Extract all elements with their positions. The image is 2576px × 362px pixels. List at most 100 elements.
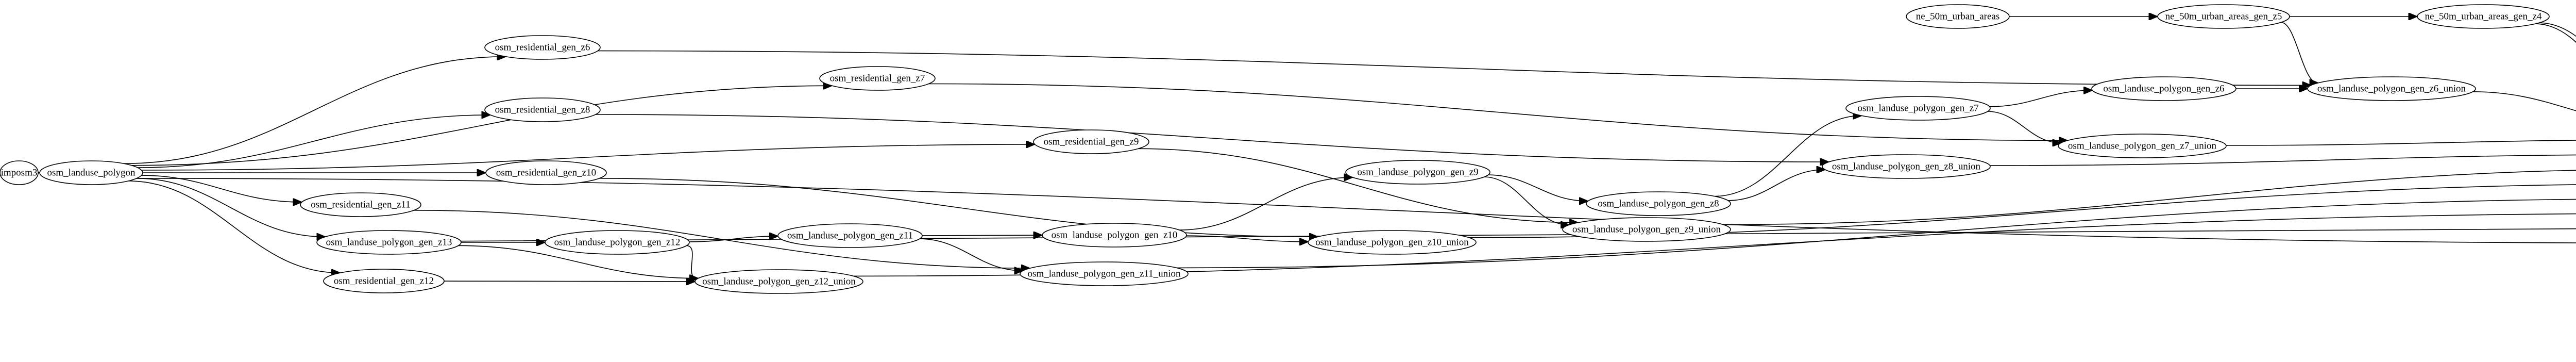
node-shape bbox=[1033, 129, 1149, 154]
graph-node-osm_landuse_polygon_gen_z10[interactable]: osm_landuse_polygon_gen_z10 bbox=[1042, 223, 1187, 248]
graph-edge-osm_landuse_polygon-to-osm_residential_gen_z12 bbox=[128, 180, 340, 273]
graph-node-osm_residential_gen_z11[interactable]: osm_residential_gen_z11 bbox=[300, 192, 421, 217]
node-label: osm_landuse_polygon_gen_z8_union bbox=[1832, 161, 1981, 172]
node-label: osm_landuse_polygon_gen_z9_union bbox=[1572, 224, 1721, 235]
node-shape bbox=[2417, 4, 2550, 29]
graph-node-osm_landuse_polygon_gen_z11[interactable]: osm_landuse_polygon_gen_z11 bbox=[777, 223, 923, 248]
graph-edge-osm_landuse_polygon_gen_z7-to-osm_landuse_polygon_gen_z6 bbox=[1989, 90, 2092, 107]
node-label: osm_landuse_polygon_gen_z12_union bbox=[702, 276, 856, 287]
graph-edge-osm_residential_gen_z6-to-osm_landuse_polygon_gen_z6_union bbox=[597, 50, 2311, 86]
graph-node-osm_residential_gen_z8[interactable]: osm_residential_gen_z8 bbox=[484, 97, 601, 122]
graph-node-osm_landuse_polygon_gen_z7_union[interactable]: osm_landuse_polygon_gen_z7_union bbox=[2058, 134, 2227, 158]
node-shape bbox=[323, 269, 445, 293]
graph-edge-osm_residential_gen_z8-to-osm_landuse_polygon_gen_z8_union bbox=[595, 114, 1828, 162]
graph-edge-osm_landuse_polygon_gen_z8-to-osm_landuse_polygon_gen_z7 bbox=[1714, 116, 1861, 197]
node-label: osm_landuse_polygon_gen_z11 bbox=[787, 230, 913, 241]
graph-node-osm_landuse_polygon[interactable]: osm_landuse_polygon bbox=[39, 160, 143, 185]
node-shape bbox=[545, 230, 690, 255]
node-label: osm_landuse_polygon_gen_z11_union bbox=[1028, 268, 1181, 279]
node-shape bbox=[777, 223, 923, 248]
graph-edge-osm_landuse_polygon_gen_z12-to-osm_landuse_polygon_gen_z12_union bbox=[686, 245, 698, 278]
node-shape bbox=[39, 160, 143, 185]
graph-node-osm_landuse_polygon_gen_z9[interactable]: osm_landuse_polygon_gen_z9 bbox=[1345, 160, 1490, 185]
node-label: imposm3 bbox=[1, 167, 38, 178]
node-shape bbox=[300, 192, 421, 217]
graph-edge-osm_residential_gen_z9-to-osm_landuse_polygon_gen_z9_union bbox=[1138, 148, 1578, 222]
node-shape bbox=[1020, 261, 1189, 286]
graph-edge-osm_landuse_polygon_gen_z13-to-osm_landuse_polygon_gen_z12_union bbox=[457, 245, 698, 278]
node-label: osm_landuse_polygon_gen_z7_union bbox=[2068, 140, 2217, 151]
graph-edge-osm_landuse_polygon-to-layer_landuse_z14_ bbox=[136, 178, 2576, 243]
graph-node-ne_50m_urban_areas_gen_z4[interactable]: ne_50m_urban_areas_gen_z4 bbox=[2417, 4, 2550, 29]
node-shape bbox=[1586, 191, 1731, 216]
graph-node-osm_residential_gen_z10[interactable]: osm_residential_gen_z10 bbox=[485, 160, 607, 185]
graph-node-osm_residential_gen_z9[interactable]: osm_residential_gen_z9 bbox=[1033, 129, 1149, 154]
graph-node-ne_50m_urban_areas[interactable]: ne_50m_urban_areas bbox=[1906, 4, 2010, 29]
graph-edge-osm_landuse_polygon-to-osm_residential_gen_z8 bbox=[137, 115, 490, 168]
graph-node-osm_landuse_polygon_gen_z12_union[interactable]: osm_landuse_polygon_gen_z12_union bbox=[694, 269, 863, 294]
graph-node-osm_residential_gen_z7[interactable]: osm_residential_gen_z7 bbox=[819, 66, 936, 91]
node-label: osm_landuse_polygon_gen_z10 bbox=[1052, 229, 1178, 240]
graph-edge-osm_landuse_polygon_gen_z9-to-osm_landuse_polygon_gen_z8 bbox=[1487, 174, 1587, 201]
graph-node-osm_landuse_polygon_gen_z9_union[interactable]: osm_landuse_polygon_gen_z9_union bbox=[1562, 217, 1731, 242]
graph-edge-osm_landuse_polygon_gen_z8_union-to-layer_landuse_z8 bbox=[1989, 154, 2576, 166]
graph-edge-osm_landuse_polygon_gen_z7_union-to-layer_landuse_z7 bbox=[2225, 140, 2576, 146]
graph-node-osm_landuse_polygon_gen_z8[interactable]: osm_landuse_polygon_gen_z8 bbox=[1586, 191, 1731, 216]
graph-node-osm_landuse_polygon_gen_z7[interactable]: osm_landuse_polygon_gen_z7 bbox=[1845, 96, 1991, 121]
node-shape bbox=[1345, 160, 1490, 185]
graph-node-osm_landuse_polygon_gen_z8_union[interactable]: osm_landuse_polygon_gen_z8_union bbox=[1822, 154, 1991, 179]
graph-node-osm_landuse_polygon_gen_z13[interactable]: osm_landuse_polygon_gen_z13 bbox=[316, 230, 462, 255]
graph-edge-osm_landuse_polygon_gen_z7-to-osm_landuse_polygon_gen_z7_union bbox=[1987, 111, 2060, 143]
node-label: osm_landuse_polygon bbox=[47, 167, 135, 178]
node-label: osm_residential_gen_z8 bbox=[495, 104, 590, 115]
graph-edge-osm_landuse_polygon_gen_z10-to-osm_landuse_polygon_gen_z10_union bbox=[1186, 235, 1308, 242]
graph-edge-osm_landuse_polygon_gen_z9-to-osm_landuse_polygon_gen_z9_union bbox=[1483, 176, 1569, 225]
graph-edge-ne_50m_urban_areas_gen_z5-to-osm_landuse_polygon_gen_z6_union bbox=[2280, 22, 2318, 83]
node-shape bbox=[819, 66, 936, 91]
graph-edge-osm_landuse_polygon-to-osm_residential_gen_z9 bbox=[141, 144, 1034, 171]
graph-node-ne_50m_urban_areas_gen_z5[interactable]: ne_50m_urban_areas_gen_z5 bbox=[2157, 4, 2290, 29]
graph-node-imposm3[interactable]: imposm3 bbox=[0, 160, 39, 185]
node-shape bbox=[2091, 76, 2236, 101]
graph-node-osm_landuse_polygon_gen_z6_union[interactable]: osm_landuse_polygon_gen_z6_union bbox=[2307, 76, 2476, 101]
node-shape bbox=[2307, 76, 2476, 101]
graph-edge-osm_landuse_polygon_gen_z9_union-to-layer_landuse_z9 bbox=[1722, 170, 2576, 225]
node-shape bbox=[485, 160, 607, 185]
node-label: osm_landuse_polygon_gen_z10_union bbox=[1315, 237, 1469, 248]
graph-edge-osm_landuse_polygon-to-osm_residential_gen_z7 bbox=[131, 86, 832, 166]
node-label: ne_50m_urban_areas_gen_z4 bbox=[2425, 11, 2542, 22]
node-label: osm_residential_gen_z9 bbox=[1044, 136, 1139, 147]
graph-node-osm_landuse_polygon_gen_z6[interactable]: osm_landuse_polygon_gen_z6 bbox=[2091, 76, 2236, 101]
node-shape bbox=[484, 97, 601, 122]
node-shape bbox=[0, 160, 39, 185]
node-label: ne_50m_urban_areas bbox=[1916, 11, 2000, 22]
node-shape bbox=[2157, 4, 2290, 29]
graph-edge-osm_landuse_polygon-to-osm_landuse_polygon_gen_z13 bbox=[136, 178, 325, 237]
node-label: osm_landuse_polygon_gen_z6_union bbox=[2317, 83, 2466, 94]
graph-edge-osm_landuse_polygon_gen_z8-to-osm_landuse_polygon_gen_z8_union bbox=[1727, 170, 1825, 201]
node-label: osm_residential_gen_z10 bbox=[496, 167, 596, 178]
graph-edge-ne_50m_urban_areas_gen_z4-to-layer_landuse_z5 bbox=[2535, 23, 2576, 43]
node-label: osm_residential_gen_z6 bbox=[495, 42, 590, 53]
graph-edge-osm_landuse_polygon_gen_z11-to-osm_landuse_polygon_gen_z10 bbox=[922, 235, 1041, 236]
graph-edge-osm_residential_gen_z10-to-osm_landuse_polygon_gen_z10_union bbox=[599, 178, 1318, 237]
graph-node-osm_landuse_polygon_gen_z12[interactable]: osm_landuse_polygon_gen_z12 bbox=[545, 230, 690, 255]
graph-edge-osm_residential_gen_z11-to-osm_landuse_polygon_gen_z11_union bbox=[413, 210, 1029, 268]
node-label: osm_landuse_polygon_gen_z7 bbox=[1857, 103, 1978, 113]
graph-edge-osm_landuse_polygon_gen_z11-to-osm_landuse_polygon_gen_z11_union bbox=[919, 238, 1023, 271]
graph-edge-ne_50m_urban_areas_gen_z4-to-layer_landuse_z4 bbox=[2538, 22, 2576, 37]
graph-edge-osm_landuse_polygon_gen_z10-to-osm_landuse_polygon_gen_z9 bbox=[1179, 177, 1352, 231]
graph-node-osm_residential_gen_z12[interactable]: osm_residential_gen_z12 bbox=[323, 269, 445, 293]
node-shape bbox=[2058, 134, 2227, 158]
graph-node-osm_residential_gen_z6[interactable]: osm_residential_gen_z6 bbox=[484, 35, 601, 60]
graph-edge-osm_landuse_polygon_gen_z6_union-to-layer_landuse_z6 bbox=[2472, 91, 2576, 111]
node-shape bbox=[1042, 223, 1187, 248]
graph-node-osm_landuse_polygon_gen_z10_union[interactable]: osm_landuse_polygon_gen_z10_union bbox=[1308, 230, 1477, 255]
node-label: osm_landuse_polygon_gen_z13 bbox=[326, 237, 452, 248]
graph-node-osm_landuse_polygon_gen_z11_union[interactable]: osm_landuse_polygon_gen_z11_union bbox=[1020, 261, 1189, 286]
graph-edge-osm_landuse_polygon_gen_z12-to-osm_landuse_polygon_gen_z11 bbox=[689, 236, 777, 242]
node-label: osm_residential_gen_z7 bbox=[830, 73, 925, 84]
node-shape bbox=[1906, 4, 2010, 29]
